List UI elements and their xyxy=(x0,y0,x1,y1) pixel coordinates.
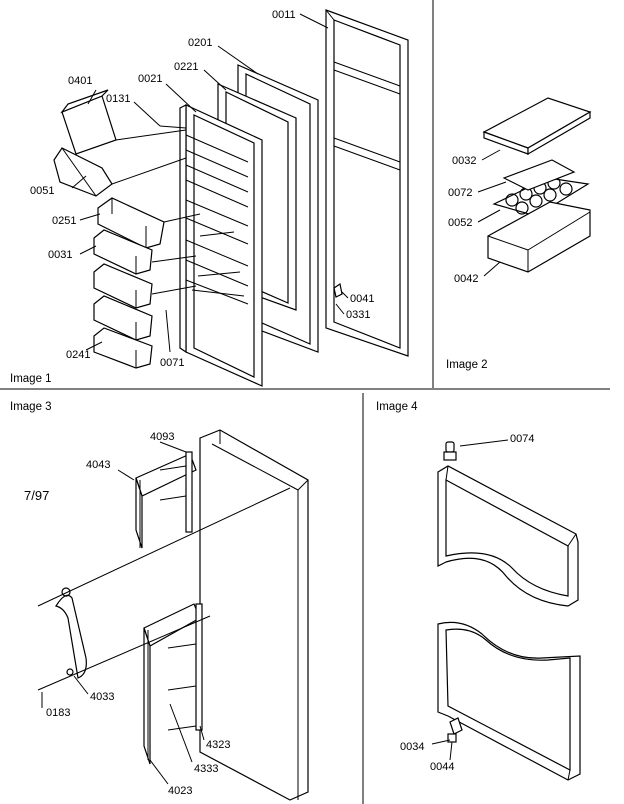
rail-4323 xyxy=(195,603,203,731)
label-0201: 0201 xyxy=(188,37,212,49)
leader-lines-4 xyxy=(431,439,509,761)
upper-door-section xyxy=(437,465,579,607)
label-0251: 0251 xyxy=(52,215,76,227)
bin-0251 xyxy=(97,197,165,249)
image-3-drawing xyxy=(37,429,309,801)
label-0401: 0401 xyxy=(68,75,92,87)
leader-lines-1 xyxy=(71,13,349,353)
door-frame xyxy=(325,9,409,357)
image-4-drawing xyxy=(431,439,581,781)
label-0052: 0052 xyxy=(448,217,472,229)
rail-4093 xyxy=(159,451,193,533)
label-4093: 4093 xyxy=(150,431,174,443)
shelf-0401 xyxy=(60,89,117,155)
image-2-drawing xyxy=(477,97,592,277)
panel-dividers xyxy=(0,0,610,804)
hinge-0034 xyxy=(447,717,463,743)
panel-captions: Image 1 Image 2 Image 3 Image 4 7/97 xyxy=(10,359,488,503)
leader-lines-3 xyxy=(37,441,291,785)
handle-4033 xyxy=(55,587,87,679)
label-0071: 0071 xyxy=(160,357,184,369)
door-liner xyxy=(179,104,263,387)
label-0074: 0074 xyxy=(510,433,534,445)
bin-0042 xyxy=(487,201,591,273)
image-1-drawing xyxy=(53,9,409,387)
cover-0072 xyxy=(502,159,576,191)
cover-0032 xyxy=(482,97,592,156)
part-labels: 0011 0201 0221 0021 0131 0401 0051 0251 … xyxy=(30,9,534,797)
bin-0031-b xyxy=(93,263,153,309)
label-4023: 4023 xyxy=(168,785,192,797)
hinge-0074 xyxy=(443,441,457,461)
label-0021: 0021 xyxy=(138,73,162,85)
label-0051: 0051 xyxy=(30,185,54,197)
bin-0031-c xyxy=(93,295,153,341)
caption-image-1: Image 1 xyxy=(10,373,52,385)
label-0072: 0072 xyxy=(448,187,472,199)
bin-0241 xyxy=(93,327,153,369)
label-0031: 0031 xyxy=(48,249,72,261)
shelf-4043 xyxy=(135,453,197,549)
label-4033: 4033 xyxy=(90,691,114,703)
label-4323: 4323 xyxy=(206,739,230,751)
label-0241: 0241 xyxy=(66,349,90,361)
bin-0031-a xyxy=(93,229,153,275)
label-0183: 0183 xyxy=(46,707,70,719)
label-0221: 0221 xyxy=(174,61,198,73)
lower-door-section xyxy=(437,621,581,781)
label-0034: 0034 xyxy=(400,741,424,753)
label-0032: 0032 xyxy=(452,155,476,167)
date-code: 7/97 xyxy=(24,488,49,503)
label-0042: 0042 xyxy=(454,273,478,285)
label-0041: 0041 xyxy=(350,293,374,305)
shelf-0051 xyxy=(53,147,113,197)
caption-image-3: Image 3 xyxy=(10,401,52,413)
label-4333: 4333 xyxy=(194,763,218,775)
label-0011: 0011 xyxy=(272,9,296,21)
label-4043: 4043 xyxy=(86,459,110,471)
shelf-4023 xyxy=(143,603,201,765)
label-0044: 0044 xyxy=(430,761,454,773)
bracket-0041 xyxy=(333,283,343,312)
label-0331: 0331 xyxy=(346,309,370,321)
door-panel-3 xyxy=(199,429,309,801)
caption-image-2: Image 2 xyxy=(446,359,488,371)
caption-image-4: Image 4 xyxy=(376,401,418,413)
leader-lines-2 xyxy=(477,149,507,277)
label-0131: 0131 xyxy=(106,93,130,105)
